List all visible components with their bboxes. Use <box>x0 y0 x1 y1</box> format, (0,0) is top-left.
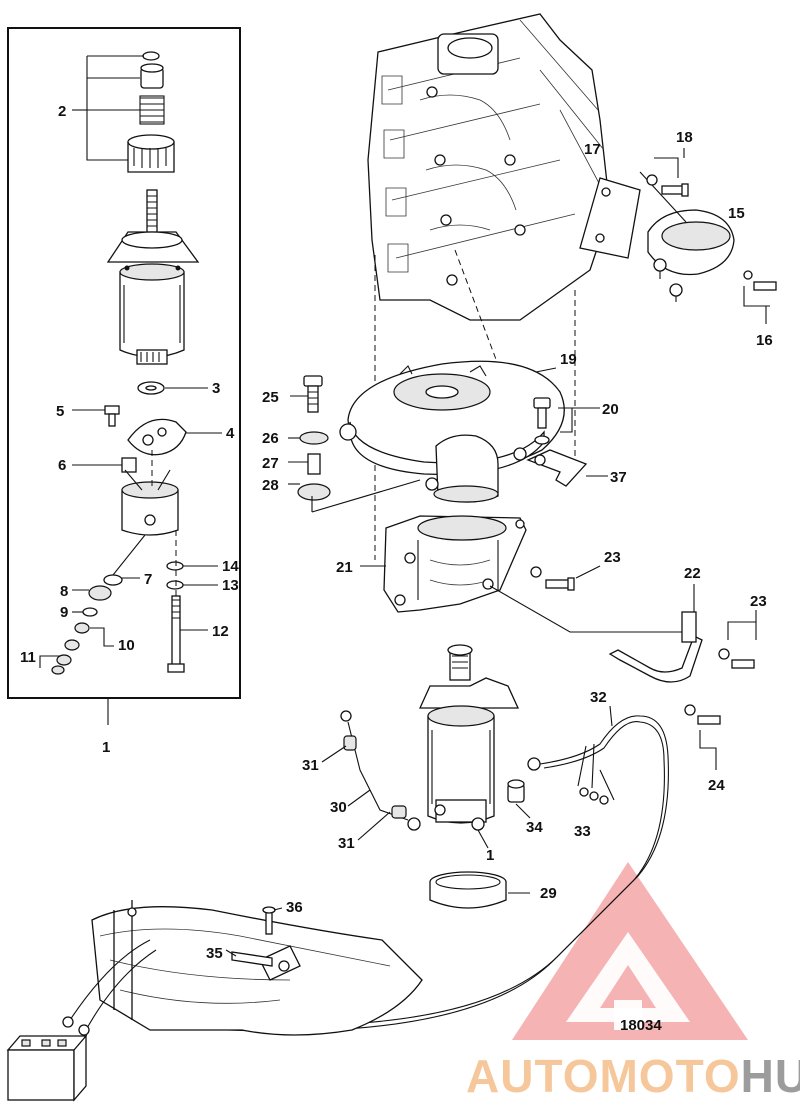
callout-18: 18 <box>676 129 693 146</box>
callout-34: 34 <box>526 819 543 836</box>
callout-19: 19 <box>560 351 577 368</box>
lower-cowl-and-battery <box>6 900 423 1102</box>
callout-13: 13 <box>222 577 239 594</box>
exploded-view-inset-box <box>7 27 241 699</box>
callout-2: 2 <box>58 103 66 120</box>
callout-20: 20 <box>602 401 619 418</box>
callout-31-top: 31 <box>302 757 319 774</box>
callout-23-left: 23 <box>604 549 621 566</box>
callout-24: 24 <box>708 777 725 794</box>
callout-7: 7 <box>144 571 152 588</box>
callout-28: 28 <box>262 477 279 494</box>
callout-32: 32 <box>590 689 607 706</box>
callout-14: 14 <box>222 558 239 575</box>
strap-and-bolts <box>530 565 757 770</box>
callout-33: 33 <box>574 823 591 840</box>
callout-36: 36 <box>286 899 303 916</box>
flywheel-cover <box>339 360 565 503</box>
figure-number: 18034 <box>620 1017 662 1034</box>
collar-ring <box>429 871 530 909</box>
pinion-assembly <box>72 51 175 173</box>
mounting-bolt-stack <box>288 375 421 513</box>
ground-cable <box>321 710 421 841</box>
callout-12: 12 <box>212 623 229 640</box>
callout-25: 25 <box>262 389 279 406</box>
callout-labels: 1 2 3 4 5 6 7 8 9 10 11 12 13 14 15 16 1… <box>20 103 773 962</box>
callout-10: 10 <box>118 637 135 654</box>
watermark-wordmark: AUTOMOTOHUB <box>466 1050 800 1102</box>
engine-block <box>367 13 611 321</box>
callout-15: 15 <box>728 205 745 222</box>
callout-6: 6 <box>58 457 66 474</box>
starter-motor <box>418 644 520 849</box>
starter-harness <box>227 705 669 1032</box>
callout-21: 21 <box>336 559 353 576</box>
callout-9: 9 <box>60 604 68 621</box>
callout-4: 4 <box>226 425 235 442</box>
callout-37: 37 <box>610 469 627 486</box>
callout-31-bottom: 31 <box>338 835 355 852</box>
callout-22: 22 <box>684 565 701 582</box>
automotohub-watermark <box>512 862 748 1040</box>
inset-starter-motor <box>106 189 200 365</box>
callout-29: 29 <box>540 885 557 902</box>
callout-11: 11 <box>20 649 36 666</box>
callout-35: 35 <box>206 945 223 962</box>
cap-34 <box>507 779 531 819</box>
callout-1-starter: 1 <box>486 847 494 864</box>
bracket-bolt-20-37 <box>526 397 608 487</box>
callout-5: 5 <box>56 403 64 420</box>
callout-17: 17 <box>584 141 601 158</box>
callout-27: 27 <box>262 455 279 472</box>
callout-16: 16 <box>756 332 773 349</box>
callout-3: 3 <box>212 380 220 397</box>
callout-26: 26 <box>262 430 279 447</box>
callout-1-group: 1 <box>102 739 110 756</box>
callout-30: 30 <box>330 799 347 816</box>
callout-8: 8 <box>60 583 68 600</box>
watermark-text-part1: AUTOMOTO <box>466 1050 741 1102</box>
inset-small-parts <box>39 381 222 675</box>
watermark-text-part2: HUB <box>741 1050 800 1102</box>
solenoid-assembly <box>579 148 777 324</box>
starter-bracket <box>360 515 690 633</box>
callout-23-right: 23 <box>750 593 767 610</box>
